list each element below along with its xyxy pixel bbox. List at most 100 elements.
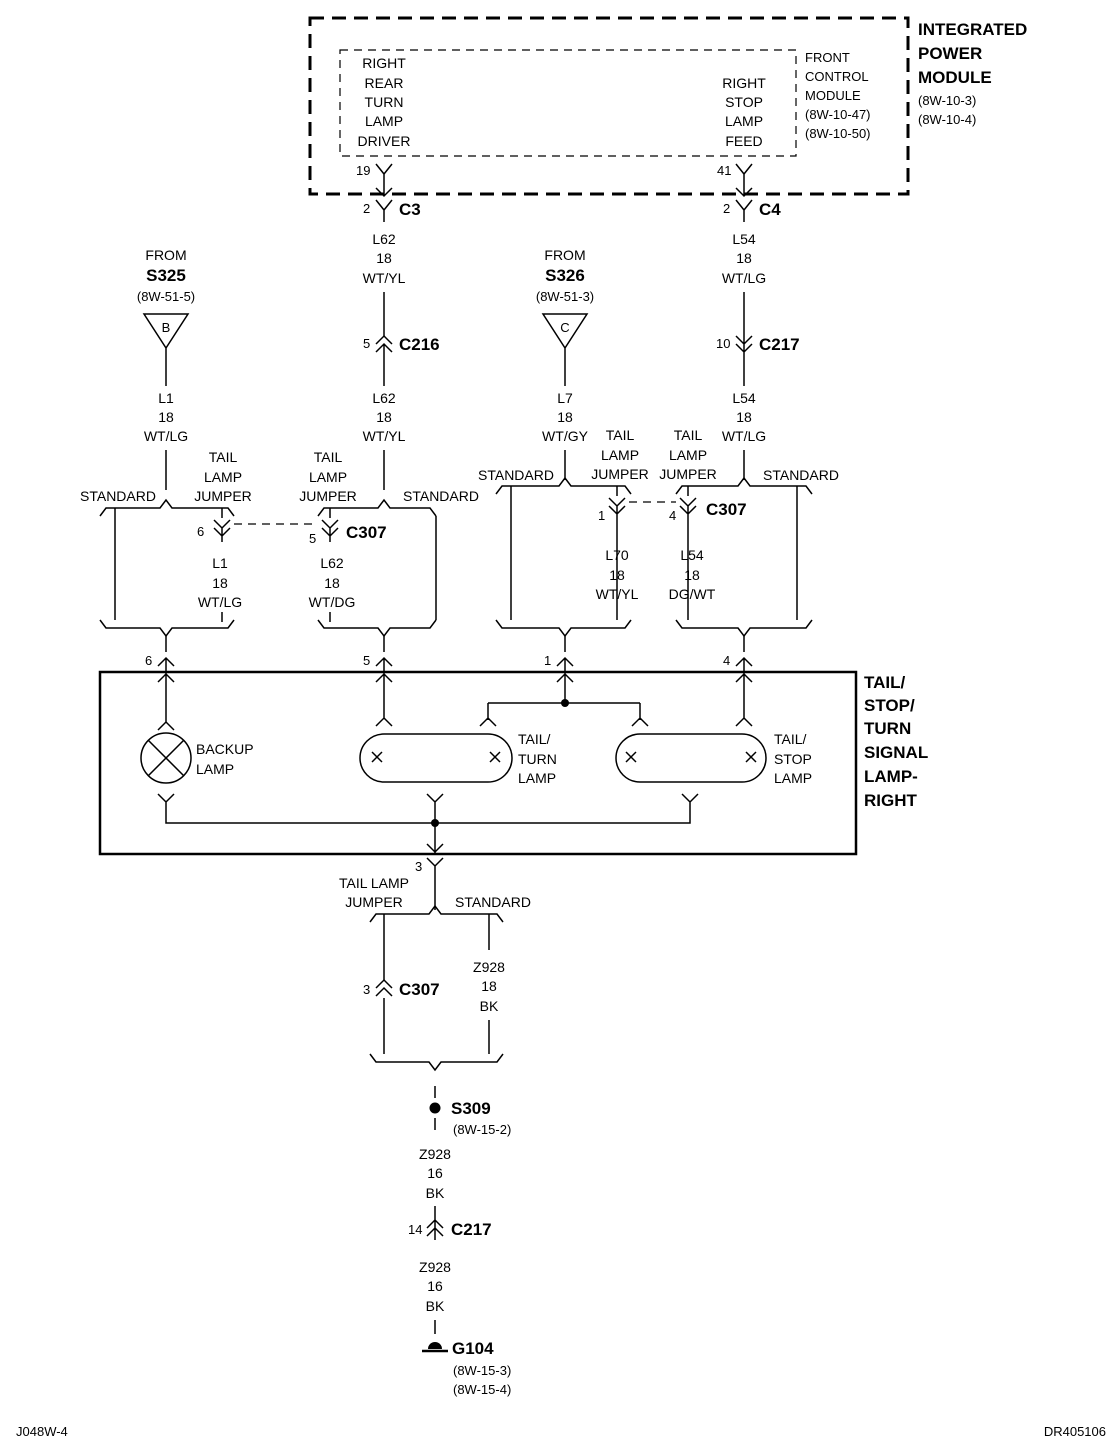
integrated-power-module: INTEGRATED POWER MODULE (8W-10-3) (8W-10… — [308, 16, 1027, 198]
pin-6: 6 — [145, 653, 152, 668]
c307-left-label: C307 — [346, 523, 387, 542]
right-func-1: RIGHT — [722, 75, 766, 91]
junction-dot-upper — [561, 699, 569, 707]
l62-standard-label: STANDARD — [403, 488, 479, 504]
ipm-title-1: INTEGRATED — [918, 20, 1027, 39]
c217-upper-label: C217 — [759, 335, 800, 354]
c307-ground-label: C307 — [399, 980, 440, 999]
l7-jumper-3: JUMPER — [591, 466, 649, 482]
tail-stop-label-1: TAIL/ — [774, 731, 807, 747]
wire-l1-top-1: L1 — [158, 390, 174, 406]
wire-z928-a-2: 18 — [481, 978, 497, 994]
wire-l54-jump-1: L54 — [680, 547, 704, 563]
module-title-6: RIGHT — [864, 791, 918, 810]
g104-ref-1: (8W-15-3) — [453, 1363, 511, 1378]
option-group-l54: TAIL LAMP JUMPER STANDARD — [659, 427, 839, 638]
s326-from: FROM — [544, 247, 585, 263]
tail-stop-lamp-icon — [615, 733, 767, 783]
s325-from: FROM — [145, 247, 186, 263]
pin-1: 1 — [544, 653, 551, 668]
wire-l1-jump-1: L1 — [212, 555, 228, 571]
tail-turn-label-3: LAMP — [518, 770, 556, 786]
l54-jumper-2: LAMP — [669, 447, 707, 463]
tail-stop-turn-lamp-module: TAIL/ STOP/ TURN SIGNAL LAMP- RIGHT BACK… — [98, 670, 928, 856]
junction-dot-lower — [431, 819, 439, 827]
footer-right: DR405106 — [1044, 1424, 1106, 1439]
wire-l7-3: WT/GY — [542, 428, 589, 444]
c3-pin: 2 — [363, 201, 370, 216]
splice-s326: FROM S326 (8W-51-3) C — [536, 247, 594, 386]
ground-path: 3 TAIL LAMP JUMPER STANDARD 3 C307 Z928 … — [339, 857, 531, 1397]
module-title-2: STOP/ — [864, 696, 915, 715]
l62-jumper-3: JUMPER — [299, 488, 357, 504]
wire-l62-mid-2: 18 — [376, 409, 392, 425]
left-func-3: TURN — [365, 94, 404, 110]
tail-turn-lamp-icon — [359, 733, 513, 783]
fcm-title-2: CONTROL — [805, 69, 869, 84]
ipm-ref-1: (8W-10-3) — [918, 93, 976, 108]
c3-label: C3 — [399, 200, 421, 219]
module-title-5: LAMP- — [864, 767, 918, 786]
g104-name: G104 — [452, 1339, 494, 1358]
wire-l70-1: L70 — [605, 547, 629, 563]
l1-jumper-3: JUMPER — [194, 488, 252, 504]
wire-z928-a-1: Z928 — [473, 959, 505, 975]
wire-l7-1: L7 — [557, 390, 573, 406]
connector-c4: 2 C4 — [723, 199, 781, 222]
option-group-l1: STANDARD TAIL LAMP JUMPER — [80, 449, 252, 638]
c307-left-pin-a: 6 — [197, 524, 204, 539]
wire-z928-c-3: BK — [426, 1298, 445, 1314]
wire-mid-segments — [165, 450, 745, 490]
wire-l54-mid-3: WT/LG — [722, 428, 766, 444]
c4-pin: 2 — [723, 201, 730, 216]
pin-5: 5 — [363, 653, 370, 668]
ipm-pin-41: 41 — [717, 163, 731, 178]
c307-right-pin-b: 4 — [669, 508, 676, 523]
l1-jumper-1: TAIL — [209, 449, 238, 465]
connector-c217-upper: 10 C217 — [716, 335, 800, 386]
ground-g104-icon — [422, 1342, 448, 1353]
tail-stop-label-3: LAMP — [774, 770, 812, 786]
l7-jumper-1: TAIL — [606, 427, 635, 443]
wire-l62-mid-3: WT/YL — [363, 428, 406, 444]
pin-4: 4 — [723, 653, 730, 668]
l7-jumper-2: LAMP — [601, 447, 639, 463]
lamp-module-pins: 6 5 1 4 — [145, 636, 753, 672]
c307-right-label: C307 — [706, 500, 747, 519]
c217-lower-label: C217 — [451, 1220, 492, 1239]
backup-lamp-icon — [140, 732, 192, 784]
splice-s309-dot — [429, 1102, 441, 1114]
c217-upper-pin: 10 — [716, 336, 730, 351]
wire-l70-2: 18 — [609, 567, 625, 583]
right-func-4: FEED — [725, 133, 762, 149]
l54-jumper-3: JUMPER — [659, 466, 717, 482]
left-func-1: RIGHT — [362, 55, 406, 71]
wire-l54-jump-3: DG/WT — [669, 586, 716, 602]
footer-left: J048W-4 — [16, 1424, 68, 1439]
wire-top-segments — [383, 292, 745, 336]
l1-jumper-2: LAMP — [204, 469, 242, 485]
c307-ground-pin: 3 — [363, 982, 370, 997]
module-title-4: SIGNAL — [864, 743, 928, 762]
wire-z928-c-1: Z928 — [419, 1259, 451, 1275]
ipm-ref-2: (8W-10-4) — [918, 112, 976, 127]
ground-jumper-2: JUMPER — [345, 894, 403, 910]
tail-turn-label-2: TURN — [518, 751, 557, 767]
ipm-pin-19-symbol — [375, 163, 393, 198]
ipm-title-2: POWER — [918, 44, 982, 63]
wire-z928-c-2: 16 — [427, 1278, 443, 1294]
s325-ref: (8W-51-5) — [137, 289, 195, 304]
fcm-ref-1: (8W-10-47) — [805, 107, 871, 122]
fcm-title-1: FRONT — [805, 50, 850, 65]
left-func-4: LAMP — [365, 113, 403, 129]
wire-l54-top-3: WT/LG — [722, 270, 766, 286]
ipm-pin-19: 19 — [356, 163, 370, 178]
wire-l62-top-1: L62 — [372, 231, 396, 247]
module-title-1: TAIL/ — [864, 673, 906, 692]
wire-l54-mid-1: L54 — [732, 390, 756, 406]
backup-lamp-label-1: BACKUP — [196, 741, 254, 757]
wire-z928-b-1: Z928 — [419, 1146, 451, 1162]
left-func-2: REAR — [365, 75, 404, 91]
c217-lower-pin: 14 — [408, 1222, 422, 1237]
